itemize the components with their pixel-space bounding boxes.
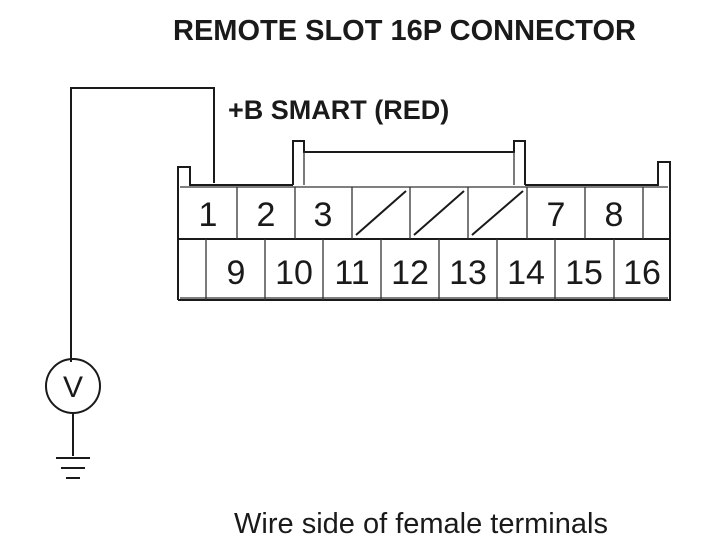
pin-label: 2 bbox=[257, 196, 276, 234]
top-row-pins: 1 2 3 7 8 bbox=[199, 196, 624, 234]
unused-slash-5 bbox=[413, 190, 465, 236]
bottom-row-pins: 9 10 11 12 13 14 15 16 bbox=[227, 254, 661, 292]
voltmeter-icon: V bbox=[45, 358, 101, 414]
pin-label: 14 bbox=[507, 254, 545, 292]
diagram-title: REMOTE SLOT 16P CONNECTOR bbox=[173, 15, 636, 47]
pin-label: 13 bbox=[449, 254, 487, 292]
ground-icon bbox=[56, 413, 90, 479]
diagram-caption: Wire side of female terminals bbox=[234, 508, 608, 540]
pin-label: 12 bbox=[391, 254, 429, 292]
pin-label: 16 bbox=[623, 254, 661, 292]
pin-label: 11 bbox=[334, 254, 369, 292]
pin-label: 9 bbox=[227, 254, 246, 292]
voltmeter-wire bbox=[70, 87, 215, 362]
probe-label: +B SMART (RED) bbox=[228, 95, 449, 125]
pin-label: 7 bbox=[547, 196, 566, 234]
pin-label: 15 bbox=[565, 254, 603, 292]
pin-label: 1 bbox=[199, 196, 218, 234]
unused-slash-4 bbox=[355, 190, 407, 236]
pin-label: 8 bbox=[605, 196, 624, 234]
connector-grid bbox=[178, 186, 670, 300]
voltmeter-symbol: V bbox=[63, 371, 83, 404]
connector-housing bbox=[177, 140, 671, 301]
unused-slash-6 bbox=[471, 190, 524, 236]
pin-label: 3 bbox=[314, 196, 333, 234]
pin-label: 10 bbox=[275, 254, 313, 292]
